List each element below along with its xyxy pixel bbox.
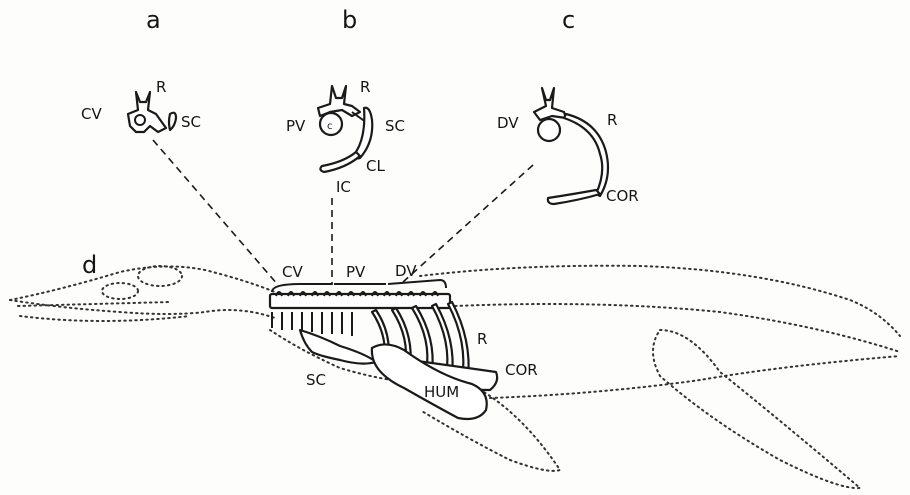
cervical-vertebra-cross-section xyxy=(128,92,166,132)
clavicle-b xyxy=(320,152,360,172)
label-scapula-d: SC xyxy=(306,371,326,389)
bracket-cervical xyxy=(272,284,332,292)
panel-letter-c: c xyxy=(562,6,575,34)
label-interclavicle-b: IC xyxy=(336,178,351,196)
label-pectoral-vertebra-b: PV xyxy=(286,117,306,135)
label-coracoid-c: COR xyxy=(606,187,639,205)
label-rib-b: R xyxy=(360,78,370,96)
panel-letter-d: d xyxy=(82,251,97,279)
rib-c xyxy=(564,114,608,196)
leader-line-c xyxy=(403,165,533,282)
label-rib-c: R xyxy=(607,111,617,129)
label-coracoid-d: COR xyxy=(505,361,538,379)
label-rib-a: R xyxy=(156,78,166,96)
bracket-dorsal xyxy=(388,280,446,288)
coracoid-c xyxy=(548,190,600,204)
label-dorsal-d: DV xyxy=(395,262,417,280)
panel-letter-b: b xyxy=(342,6,357,34)
scapula-fragment-a xyxy=(169,113,176,130)
label-scapula-b: SC xyxy=(385,117,405,135)
label-rib-d: R xyxy=(477,330,487,348)
scapula-d xyxy=(300,330,376,364)
label-cervical-vertebra-a: CV xyxy=(81,105,102,123)
label-scapula-a: SC xyxy=(181,113,201,131)
svg-text:c: c xyxy=(327,121,333,132)
scapula-b xyxy=(356,108,372,159)
panel-letter-a: a xyxy=(146,6,161,34)
label-pectoral-d: PV xyxy=(346,263,366,281)
label-dorsal-vertebra-c: DV xyxy=(497,114,519,132)
dorsal-vertebra-cross-section xyxy=(534,88,566,141)
pectoral-vertebra-cross-section: c xyxy=(318,86,360,135)
leader-line-a xyxy=(153,140,278,285)
label-humerus-d: HUM xyxy=(424,383,459,401)
label-clavicle-b: CL xyxy=(366,157,385,175)
label-cervical-d: CV xyxy=(282,263,303,281)
